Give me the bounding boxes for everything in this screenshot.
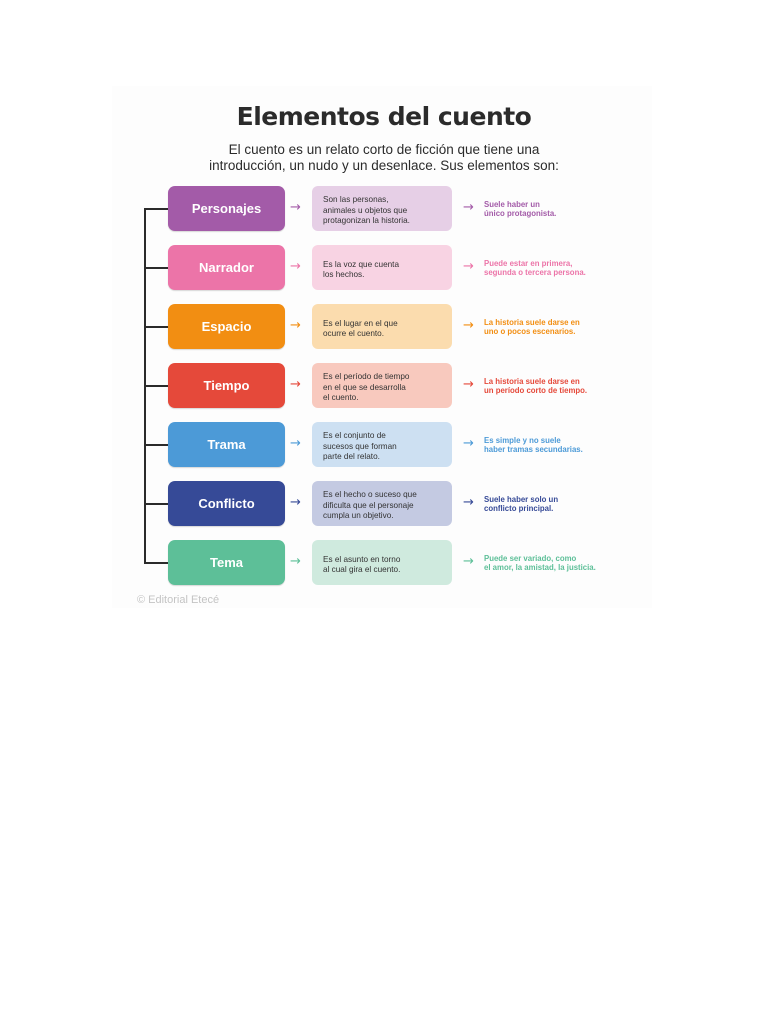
element-note: Suele haber un único protagonista. xyxy=(484,199,557,218)
arrow-right-icon: → xyxy=(290,554,301,569)
element-row-tiempo: Tiempo → Es el período de tiempo en el que… xyxy=(0,363,768,409)
element-label-box: Trama xyxy=(168,422,285,467)
element-label-box: Espacio xyxy=(168,304,285,349)
bracket-connector xyxy=(144,385,168,387)
infographic-title: Elementos del cuento xyxy=(236,102,532,131)
element-row-narrador: Narrador → Es la voz que cuenta los hechos… xyxy=(0,245,768,291)
element-note: Puede estar en primera, segunda o tercer… xyxy=(484,258,586,277)
element-note: Suele haber solo un conflicto principal. xyxy=(484,494,559,513)
element-description-text: Es el período de tiempo en el que se des… xyxy=(323,372,410,403)
element-description-box: Es el hecho o suceso que dificulta que e… xyxy=(312,481,452,526)
bracket-connector xyxy=(144,208,168,210)
element-label-box: Tiempo xyxy=(168,363,285,408)
arrow-right-icon: → xyxy=(290,259,301,274)
element-note: La historia suele darse en un período co… xyxy=(484,376,588,395)
element-note: Es simple y no suele haber tramas secund… xyxy=(484,435,583,454)
arrow-right-icon: → xyxy=(290,200,301,215)
arrow-right-icon: → xyxy=(463,495,474,510)
element-note: La historia suele darse en uno o pocos e… xyxy=(484,317,580,336)
arrow-right-icon: → xyxy=(463,554,474,569)
element-row-trama: Trama → Es el conjunto de sucesos que form… xyxy=(0,422,768,468)
element-description-box: Es el lugar en el que ocurre el cuento. xyxy=(312,304,452,349)
arrow-right-icon: → xyxy=(463,200,474,215)
element-label-box: Conflicto xyxy=(168,481,285,526)
element-label-box: Narrador xyxy=(168,245,285,290)
element-description-box: Es la voz que cuenta los hechos. xyxy=(312,245,452,290)
arrow-right-icon: → xyxy=(290,495,301,510)
element-label-box: Personajes xyxy=(168,186,285,231)
intro-text: El cuento es un relato corto de ficción … xyxy=(0,142,768,174)
bracket-connector xyxy=(144,267,168,269)
element-description-box: Son las personas, animales u objetos que… xyxy=(312,186,452,231)
element-description-text: Es la voz que cuenta los hechos. xyxy=(323,259,400,280)
element-description-text: Es el lugar en el que ocurre el cuento. xyxy=(323,318,398,339)
arrow-right-icon: → xyxy=(290,436,301,451)
arrow-right-icon: → xyxy=(463,377,474,392)
element-description-text: Es el asunto en torno al cual gira el cu… xyxy=(323,554,401,575)
credit-watermark: © Editorial Etecé xyxy=(137,594,220,606)
arrow-right-icon: → xyxy=(463,259,474,274)
bracket-connector xyxy=(144,562,168,564)
element-row-personajes: Personajes → Son las personas, animales u … xyxy=(0,186,768,232)
element-description-box: Es el asunto en torno al cual gira el cu… xyxy=(312,540,452,585)
intro-line-2: introducción, un nudo y un desenlace. Su… xyxy=(209,158,559,173)
bracket-connector xyxy=(144,326,168,328)
element-description-box: Es el conjunto de sucesos que forman par… xyxy=(312,422,452,467)
element-description-text: Es el hecho o suceso que dificulta que e… xyxy=(323,490,417,521)
intro-line-1: El cuento es un relato corto de ficción … xyxy=(228,142,540,157)
arrow-right-icon: → xyxy=(463,436,474,451)
element-row-conflicto: Conflicto → Es el hecho o suceso que dific… xyxy=(0,481,768,527)
bracket-connector xyxy=(144,444,168,446)
element-description-text: Es el conjunto de sucesos que forman par… xyxy=(323,431,397,462)
element-description-box: Es el período de tiempo en el que se des… xyxy=(312,363,452,408)
element-row-tema: Tema → Es el asunto en torno al cual gira … xyxy=(0,540,768,586)
arrow-right-icon: → xyxy=(290,377,301,392)
arrow-right-icon: → xyxy=(290,318,301,333)
element-description-text: Son las personas, animales u objetos que… xyxy=(323,195,410,226)
arrow-right-icon: → xyxy=(463,318,474,333)
element-note: Puede ser variado, como el amor, la amis… xyxy=(484,553,596,572)
element-label-box: Tema xyxy=(168,540,285,585)
bracket-connector xyxy=(144,503,168,505)
element-row-espacio: Espacio → Es el lugar en el que ocurre el … xyxy=(0,304,768,350)
